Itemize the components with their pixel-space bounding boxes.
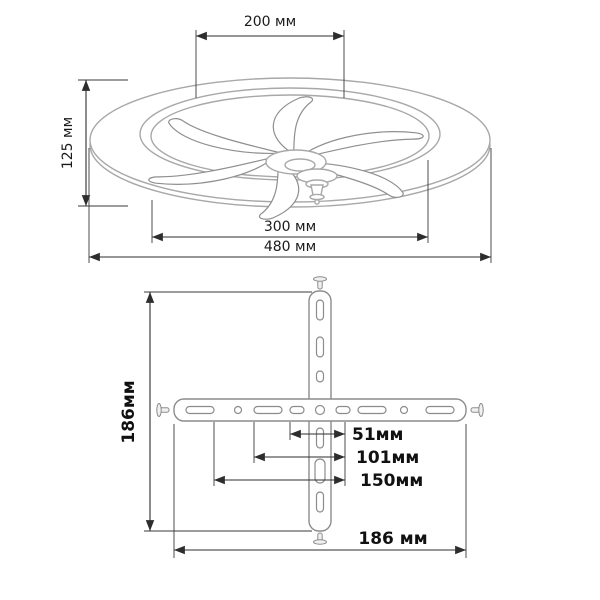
bracket-slot (335, 405, 351, 415)
bracket-dimensions: 186мм 51мм 101мм 150мм 186 мм (119, 291, 467, 558)
fan-blade (149, 157, 274, 184)
mounting-bracket (156, 276, 484, 545)
dim-200-label: 200 мм (244, 14, 296, 30)
screw-head (478, 403, 484, 417)
screw-icon-top (313, 276, 327, 290)
fan-dimensions: 200 мм 125 мм 300 мм 480 мм (60, 14, 492, 263)
dim-150-label: 150мм (360, 471, 423, 491)
dim-300-label: 300 мм (264, 219, 316, 235)
dim-480-label: 480 мм (264, 239, 316, 255)
fan-blades (149, 95, 423, 221)
bracket-slot (315, 427, 325, 449)
hub-knob (314, 199, 320, 205)
fan-hub-finial (296, 168, 338, 205)
fan-blade (298, 132, 423, 159)
fan-blade (290, 149, 409, 208)
fan-swirl-center-inner (284, 158, 316, 172)
fan-fixture-view (89, 77, 491, 221)
fan-blade (216, 162, 335, 221)
bracket-slot-wide (314, 458, 326, 484)
bracket-center-hole (314, 404, 326, 416)
screw-head (313, 276, 327, 282)
fan-blade (238, 95, 357, 154)
bracket-slot (425, 405, 455, 415)
bracket-slot (315, 299, 325, 321)
bracket-slot (315, 336, 325, 358)
screw-icon-right (470, 403, 484, 417)
bracket-slot (253, 405, 283, 415)
dim-51-label: 51мм (352, 425, 403, 445)
screw-icon-left (156, 403, 170, 417)
hub-knob-disc (309, 193, 325, 201)
dim-186h-label: 186 мм (358, 529, 427, 549)
bracket-hole (399, 405, 409, 415)
screw-icon-bottom (313, 532, 327, 545)
bracket-slot (315, 370, 325, 383)
bracket-slot (289, 405, 305, 415)
bracket-slot (357, 405, 387, 415)
screw-head (156, 403, 162, 417)
screw-head (313, 539, 327, 545)
bracket-slot (315, 491, 325, 513)
hub-stem (310, 184, 324, 196)
fan-blade (163, 108, 282, 167)
dim-125-label: 125 мм (60, 117, 76, 169)
bracket-slot (185, 405, 215, 415)
dim-101-label: 101мм (356, 448, 419, 468)
bracket-hole (233, 405, 243, 415)
dim-186v-label: 186мм (119, 380, 139, 443)
